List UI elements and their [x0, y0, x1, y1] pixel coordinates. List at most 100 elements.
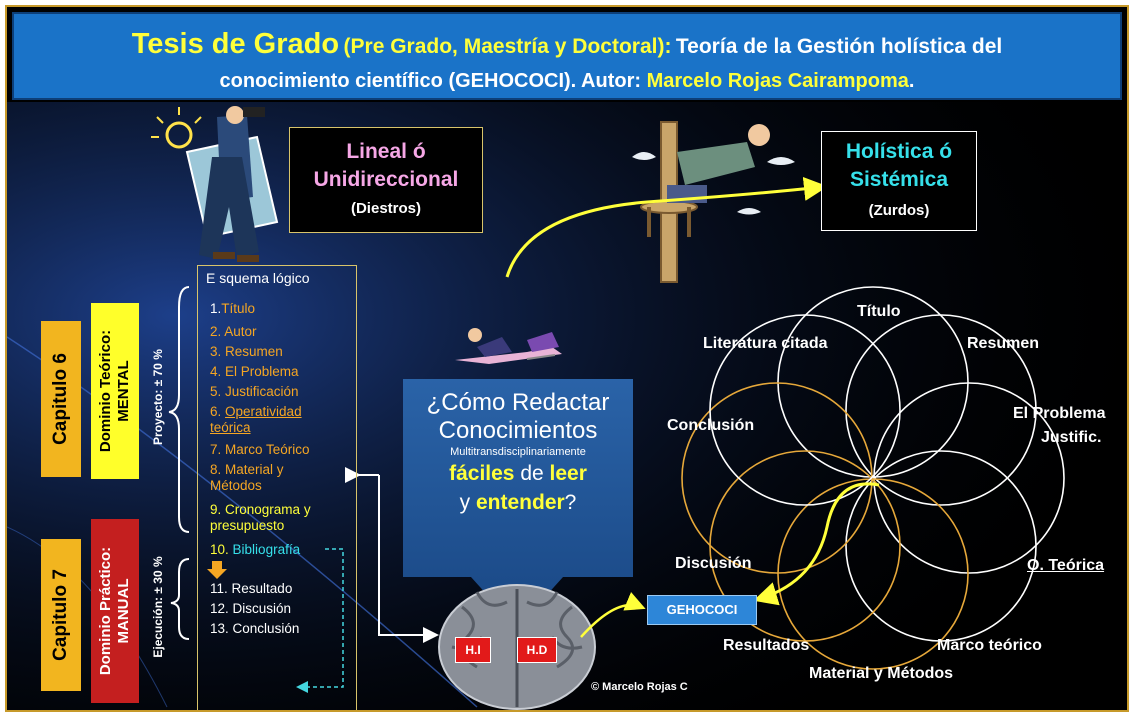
schema-item-number: 8.	[210, 462, 222, 477]
schema-item-number: 2.	[210, 324, 222, 339]
title-parenthetical: (Pre Grado, Maestría y Doctoral):	[343, 35, 672, 58]
theoretical-domain-label: Dominio Teórico: MENTAL	[97, 330, 133, 452]
schema-item-number: 1.	[210, 301, 222, 316]
schema-item-label: Discusión	[232, 601, 292, 616]
schema-item-number: 9.	[210, 502, 222, 517]
chapter-7-label: Capitulo 7	[50, 569, 71, 661]
holistic-label-resumen: Resumen	[967, 335, 1040, 352]
holistic-label-justific: Justific.	[1041, 429, 1102, 446]
execution-label-wrap: Ejecución: ± 30 %	[145, 547, 171, 667]
tree-lookout-icon	[632, 121, 795, 283]
schema-item-8: 8. Material y Métodos	[210, 462, 310, 494]
holistic-label-resultados: Resultados	[723, 637, 810, 654]
schema-item-number: 10.	[210, 542, 229, 557]
schema-item-label: Operatividad teórica	[210, 404, 302, 435]
schema-item-10: 10. Bibliografía	[210, 542, 300, 558]
question-mark: ?	[564, 491, 577, 514]
copyright-text: © Marcelo Rojas C	[591, 681, 688, 693]
schema-item-6: 6. Operatividad teórica	[210, 404, 320, 436]
question-line-3: Multitransdisciplinariamente	[450, 446, 586, 458]
execution-brace	[170, 558, 190, 640]
project-label: Proyecto: ± 70 %	[151, 349, 165, 445]
schema-item-4: 4. El Problema	[210, 364, 299, 380]
question-line-1: ¿Cómo Redactar	[426, 389, 610, 416]
theoretical-domain-badge: Dominio Teórico: MENTAL	[91, 303, 139, 479]
holistic-label-marco: Marco teórico	[937, 637, 1042, 654]
practical-domain-line-1: Dominio Práctico:	[97, 546, 114, 676]
question-word-and: y	[459, 491, 471, 514]
slide-frame: Tesis de Grado (Pre Grado, Maestría y Do…	[5, 5, 1129, 712]
schema-item-number: 11.	[210, 581, 228, 596]
holistic-label-literatura: Literatura citada	[703, 335, 828, 352]
schema-item-label: Resumen	[225, 344, 283, 359]
schema-item-12: 12. Discusión	[210, 601, 291, 617]
chapter-6-badge: Capitulo 6	[41, 321, 81, 477]
title-banner: Tesis de Grado (Pre Grado, Maestría y Do…	[12, 12, 1122, 100]
schema-item-11: 11. Resultado	[210, 581, 292, 597]
practical-domain-label: Dominio Práctico: MANUAL	[97, 547, 133, 675]
schema-item-13: 13. Conclusión	[210, 621, 299, 637]
schema-item-9: 9. Cronograma y presupuesto	[210, 502, 350, 534]
schema-item-number: 12.	[210, 601, 229, 616]
question-line-2: Conocimientos	[438, 417, 598, 444]
question-word-read: leer	[549, 462, 587, 485]
question-funnel	[403, 379, 633, 617]
title-theory: Teoría de la Gestión holística del	[675, 35, 1003, 58]
schema-item-label: Bibliografía	[232, 542, 301, 557]
brain-to-gehococi-arrow	[580, 592, 646, 638]
linear-sub: (Diestros)	[350, 200, 421, 217]
holistic-label-oteorica: O. Teórica	[1027, 557, 1105, 574]
schema-item-number: 5.	[210, 384, 222, 399]
question-word-understand: entender	[475, 491, 565, 514]
question-word-of: de	[520, 462, 544, 485]
diagram-canvas	[7, 102, 1127, 710]
holistic-label-discusion: Discusión	[675, 555, 752, 572]
schema-item-label: Marco Teórico	[225, 442, 310, 457]
schema-item-label: Autor	[224, 324, 257, 339]
question-text: ¿Cómo Redactar Conocimientos Multitransd…	[403, 389, 633, 517]
project-brace	[168, 286, 190, 533]
title-line-1: Tesis de Grado (Pre Grado, Maestría y Do…	[14, 28, 1120, 61]
schema-item-number: 7.	[210, 442, 222, 457]
schema-item-label: Material y Métodos	[210, 462, 284, 493]
schema-item-label: El Problema	[225, 364, 299, 379]
title-line-2: conocimiento científico (GEHOCOCI). Auto…	[14, 70, 1120, 93]
to-holistic-arrow	[505, 176, 828, 278]
holistic-box: Holística ó Sistémica (Zurdos)	[821, 131, 977, 231]
reading-person-icon	[455, 328, 562, 364]
linear-box: Lineal ó Unidireccional (Diestros)	[289, 127, 483, 233]
holistic-label-1: Holística ó	[845, 140, 953, 163]
schema-item-number: 3.	[210, 344, 222, 359]
linear-label-1: Lineal ó	[346, 140, 426, 163]
title-author: Marcelo Rojas Cairampoma	[646, 70, 909, 92]
rosette-circle	[709, 314, 901, 506]
holistic-label-conclusion: Conclusión	[667, 417, 755, 434]
rosette-to-gehococi-arrow	[753, 482, 880, 606]
execution-label: Ejecución: ± 30 %	[151, 556, 165, 658]
schema-item-number: 6.	[210, 404, 222, 419]
practical-domain-badge: Dominio Práctico: MANUAL	[91, 519, 139, 703]
logical-schema-box: E squema lógico 1.Título 2. Autor 3. Res…	[197, 265, 357, 710]
holistic-rosette	[681, 286, 1065, 670]
title-end: .	[908, 70, 915, 92]
holistic-label-problema: El Problema	[1013, 405, 1106, 422]
schema-item-number: 13.	[210, 621, 229, 636]
question-line-5: y entender?	[403, 489, 633, 517]
schema-down-arrow	[207, 561, 227, 579]
schema-to-brain-arrow	[378, 475, 439, 643]
schema-item-number: 4.	[210, 364, 222, 379]
practical-domain-line-2: MANUAL	[115, 578, 132, 644]
holistic-label-2: Sistémica	[849, 168, 949, 191]
schema-item-label: Justificación	[225, 384, 299, 399]
theoretical-domain-line-1: Dominio Teórico:	[97, 329, 114, 453]
schema-item-label: Título	[221, 301, 256, 316]
schema-item-label: Cronograma y presupuesto	[210, 502, 311, 533]
schema-item-1: 1.Título	[210, 301, 255, 317]
holistic-label-titulo: Título	[857, 303, 901, 320]
schema-title: E squema lógico	[206, 270, 310, 286]
holistic-label-material: Material y Métodos	[809, 665, 954, 682]
schema-item-label: Conclusión	[232, 621, 300, 636]
holistic-sub: (Zurdos)	[868, 202, 930, 219]
chapter-7-badge: Capitulo 7	[41, 539, 81, 691]
schema-item-3: 3. Resumen	[210, 344, 283, 360]
